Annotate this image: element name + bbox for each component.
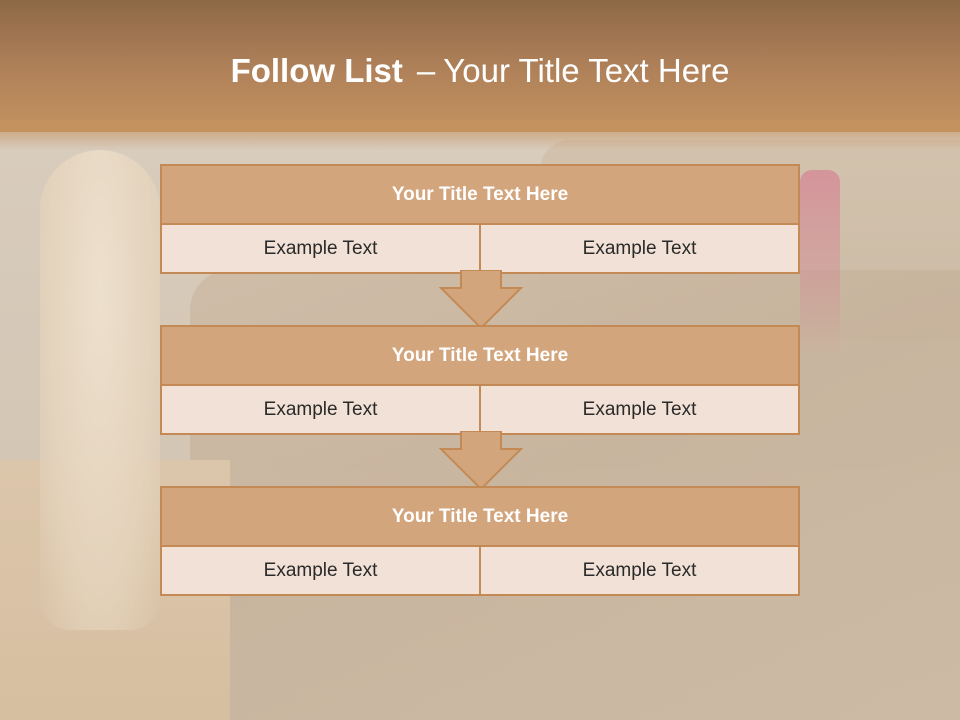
header-fade: [0, 120, 960, 150]
step-title-2: Your Title Text Here: [162, 327, 798, 386]
down-arrow-icon: [438, 270, 524, 330]
step-title-3: Your Title Text Here: [162, 488, 798, 547]
slide-title: Follow List–Your Title Text Here: [0, 52, 960, 90]
step-row-3: Example Text Example Text: [162, 547, 798, 594]
step-3-cell-left: Example Text: [263, 559, 378, 581]
step-row-2: Example Text Example Text: [162, 386, 798, 433]
step-1-cell-right: Example Text: [479, 225, 798, 272]
slide-title-separator: –: [416, 52, 436, 89]
background-dog: [40, 150, 160, 630]
step-box-2: Your Title Text Here Example Text Exampl…: [160, 325, 800, 435]
header-band: [0, 0, 960, 132]
step-title-1: Your Title Text Here: [162, 166, 798, 225]
slide-title-rest: Your Title Text Here: [443, 52, 730, 89]
background-toy: [800, 170, 840, 360]
slide-title-bold: Follow List: [230, 52, 403, 89]
step-1-cell-left: Example Text: [263, 237, 378, 259]
down-arrow-icon: [438, 431, 524, 491]
step-3-cell-right: Example Text: [479, 547, 798, 594]
step-2-cell-right: Example Text: [479, 386, 798, 433]
step-box-3: Your Title Text Here Example Text Exampl…: [160, 486, 800, 596]
step-box-1: Your Title Text Here Example Text Exampl…: [160, 164, 800, 274]
step-2-cell-left: Example Text: [263, 398, 378, 420]
step-row-1: Example Text Example Text: [162, 225, 798, 272]
